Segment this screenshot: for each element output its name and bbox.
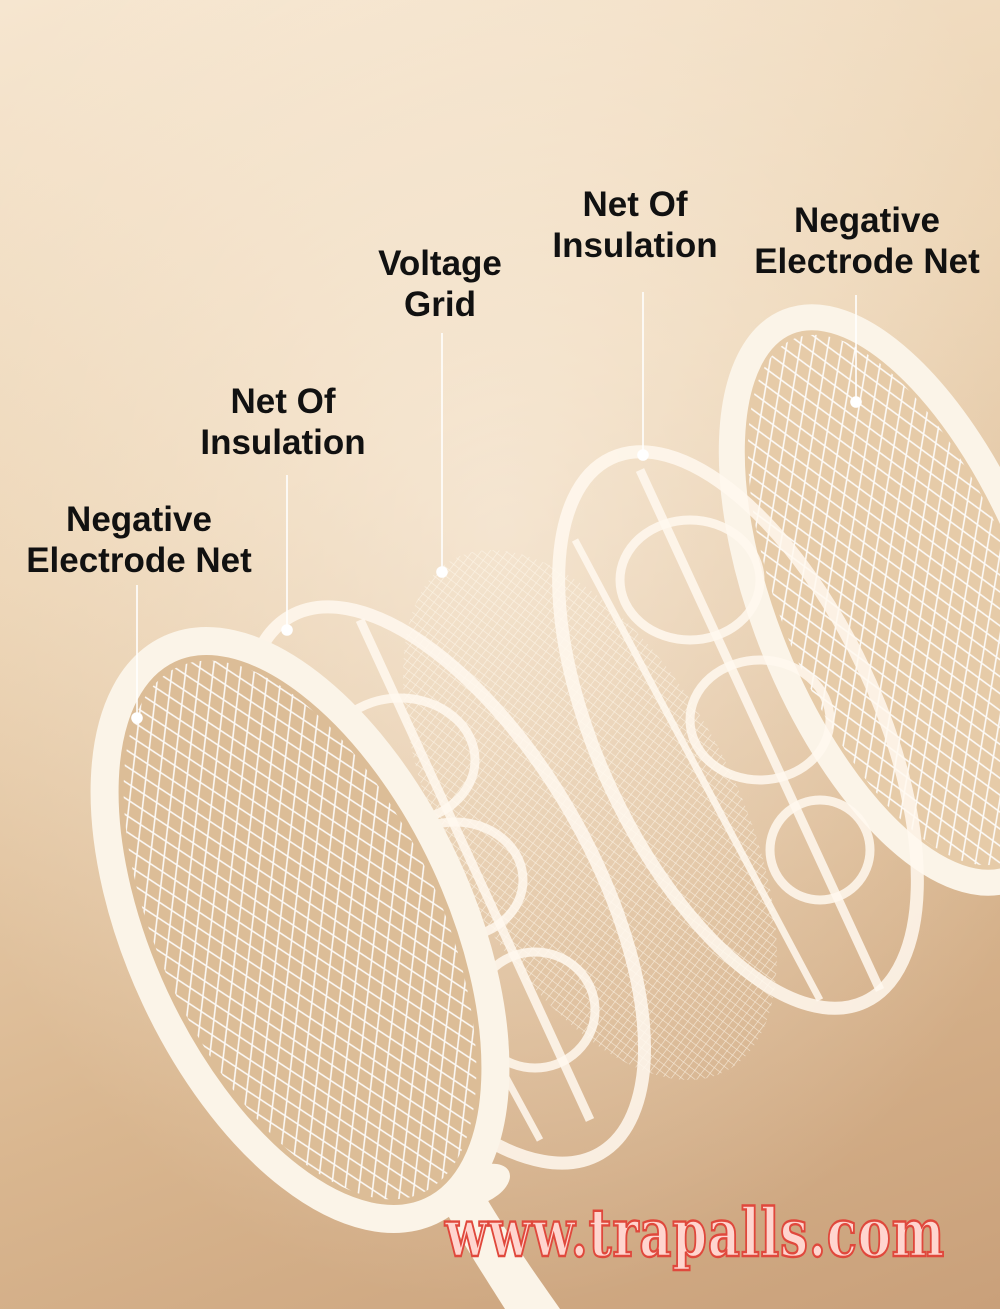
right-negative-electrode-net (718, 304, 1000, 896)
label-insulation-net-left: Net Of Insulation (188, 381, 378, 463)
label-line: Net Of (582, 185, 688, 224)
label-line: Negative (794, 201, 940, 240)
watermark: www.trapalls.com (443, 1193, 945, 1273)
leader-lines (131, 292, 862, 724)
leader-dot (850, 396, 862, 408)
leader-dot (281, 624, 293, 636)
leader-dot (436, 566, 448, 578)
label-line: Negative (66, 500, 212, 539)
label-insulation-net-right: Net Of Insulation (540, 184, 730, 266)
watermark-text: www.trapalls.com (444, 1194, 945, 1272)
label-negative-electrode-net-right: Negative Electrode Net (738, 200, 996, 282)
label-negative-electrode-net-left: Negative Electrode Net (10, 499, 268, 581)
leader-dot (131, 712, 143, 724)
label-line: Insulation (552, 226, 718, 265)
label-line: Electrode Net (26, 541, 252, 580)
leader-dot (637, 449, 649, 461)
voltage-grid-mesh (403, 550, 777, 1080)
label-line: Insulation (200, 423, 366, 462)
label-line: Electrode Net (754, 242, 980, 281)
label-line: Net Of (230, 382, 336, 421)
label-line: Voltage (378, 244, 502, 283)
label-voltage-grid: Voltage Grid (365, 243, 515, 325)
left-negative-electrode-net (90, 627, 560, 1309)
label-line: Grid (404, 285, 476, 324)
